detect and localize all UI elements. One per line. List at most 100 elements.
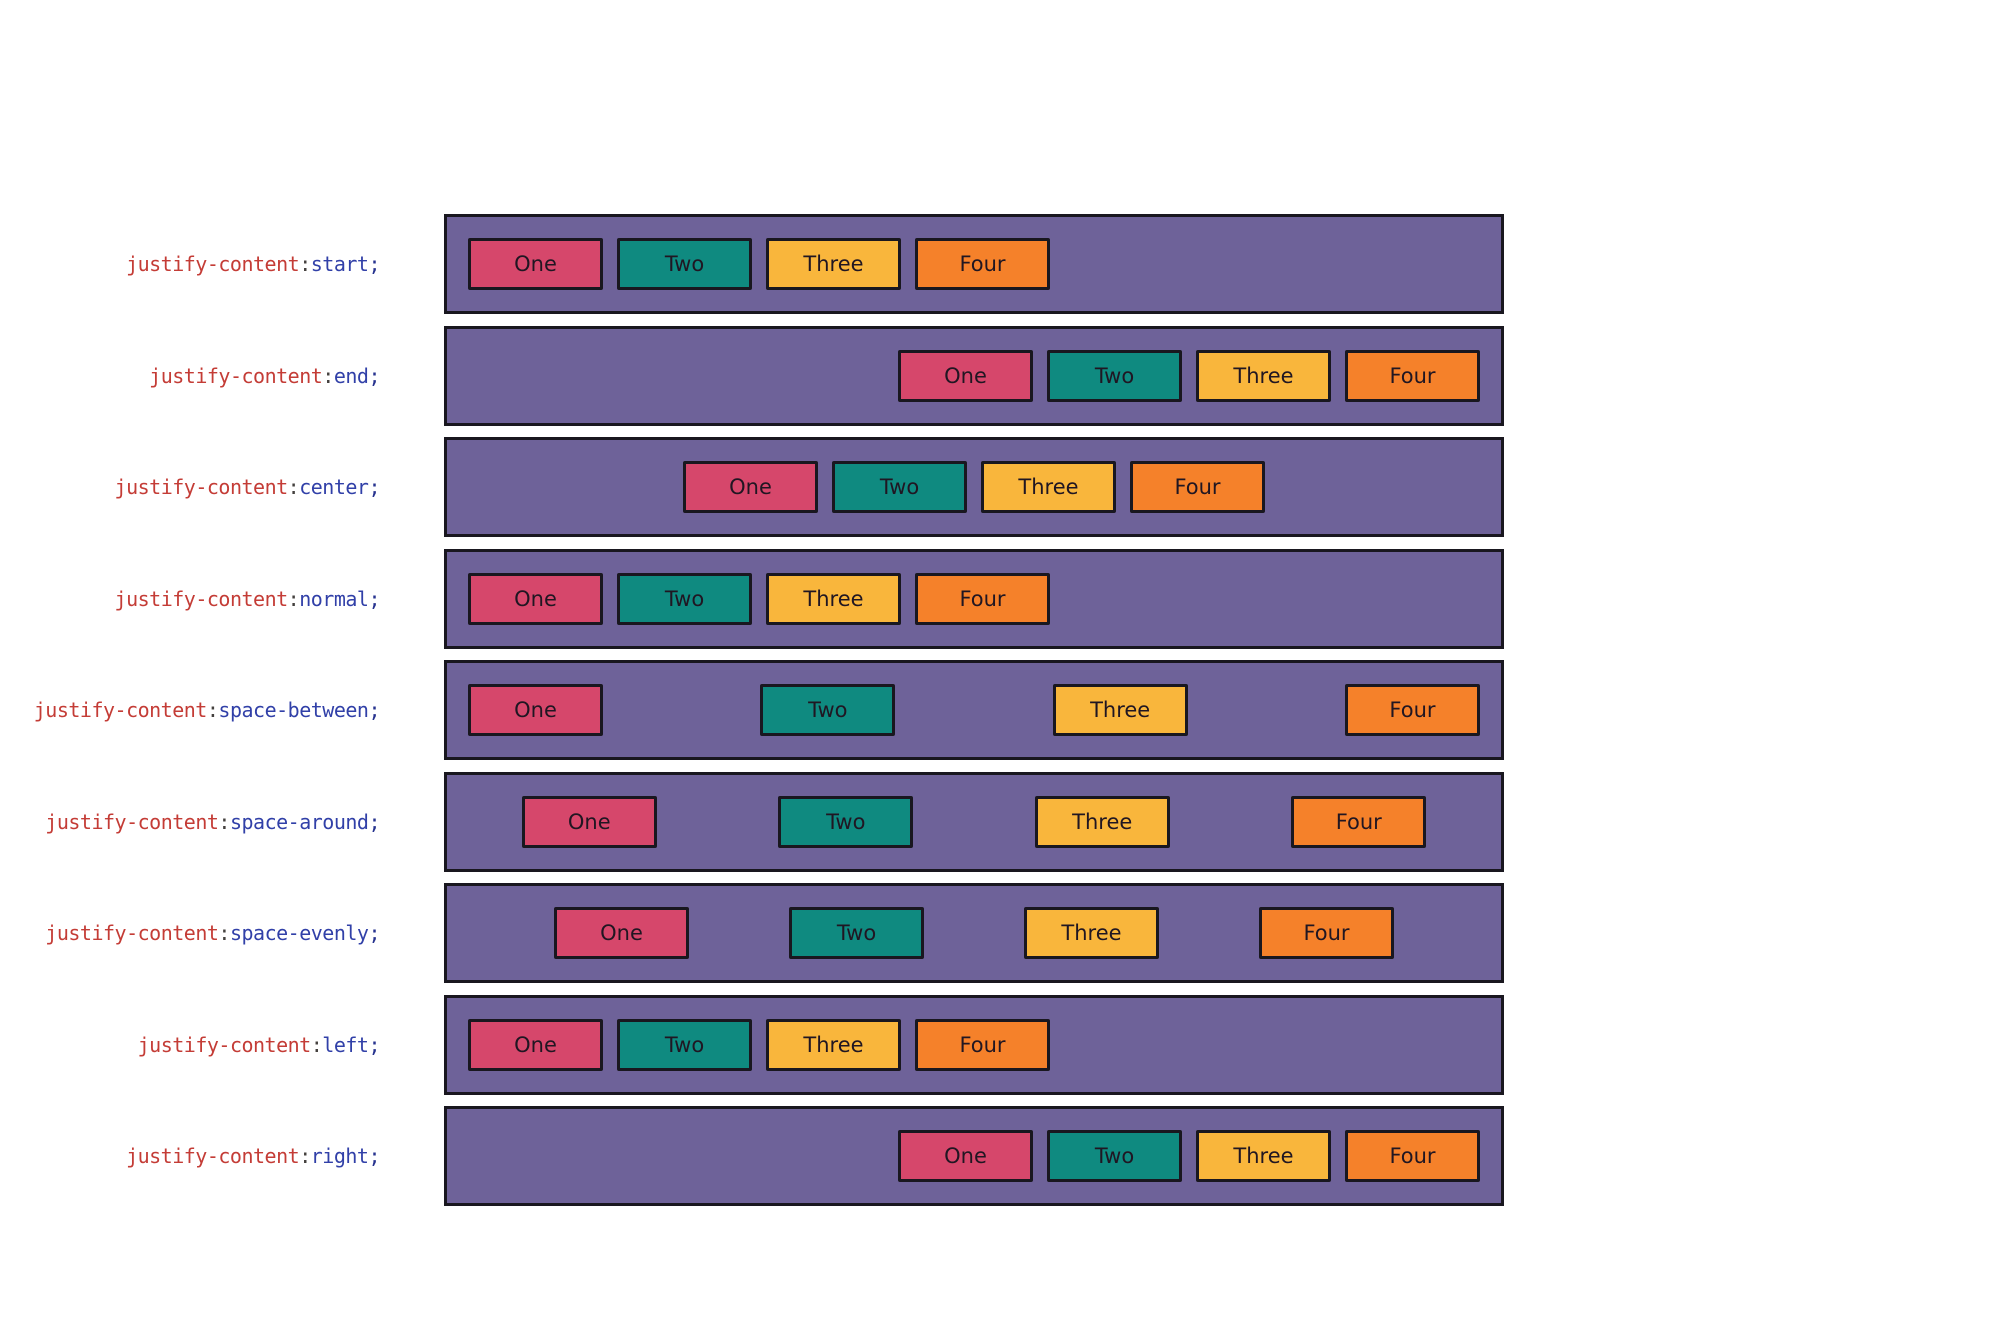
flex-item-one: One <box>898 1130 1033 1182</box>
css-value: space-between <box>218 698 369 722</box>
flex-item-one: One <box>468 1018 603 1071</box>
flex-item-one: One <box>468 238 603 290</box>
demo-row-space-around: justify-content:space-around; One Two Th… <box>0 771 1504 872</box>
css-semicolon: ; <box>368 809 380 834</box>
flex-item-two: Two <box>617 572 752 625</box>
css-property: justify-content <box>149 363 323 388</box>
css-semicolon: ; <box>368 475 380 499</box>
flex-container-space-between: One Two Three Four <box>444 660 1504 760</box>
code-label-space-around: justify-content:space-around; <box>0 810 444 834</box>
flex-item-three: Three <box>1196 1130 1331 1182</box>
flex-item-two: Two <box>760 684 896 736</box>
demo-row-right: justify-content:right; One Two Three Fou… <box>0 1106 1504 1206</box>
flex-container-normal: One Two Three Four <box>444 548 1504 649</box>
code-label-right: justify-content:right; <box>0 1144 444 1168</box>
css-colon: : <box>218 921 230 945</box>
css-value: space-evenly <box>229 921 369 945</box>
flex-item-three: Three <box>766 238 901 290</box>
flex-item-two: Two <box>617 238 752 290</box>
flex-container-end: One Two Three Four <box>444 325 1504 426</box>
flex-item-three: Three <box>1034 795 1170 848</box>
code-label-space-evenly: justify-content:space-evenly; <box>0 921 444 945</box>
css-property: justify-content <box>114 475 289 499</box>
css-semicolon: ; <box>368 1032 380 1057</box>
css-colon: : <box>287 475 300 499</box>
css-property: justify-content <box>33 698 208 722</box>
css-value: space-around <box>229 809 369 834</box>
flex-item-two: Two <box>789 907 924 959</box>
flex-item-two: Two <box>778 795 914 848</box>
flex-item-three: Three <box>1052 684 1188 736</box>
flex-item-two: Two <box>617 1018 752 1071</box>
flex-item-two: Two <box>1047 349 1182 402</box>
css-colon: : <box>299 252 311 276</box>
flex-item-one: One <box>521 795 657 848</box>
flex-item-four: Four <box>1291 795 1427 848</box>
css-value: end <box>333 363 369 388</box>
flex-item-four: Four <box>1345 1130 1480 1182</box>
flex-container-center: One Two Three Four <box>444 437 1504 537</box>
flex-item-one: One <box>683 461 818 513</box>
css-semicolon: ; <box>368 252 380 276</box>
flex-item-three: Three <box>981 461 1116 513</box>
css-colon: : <box>287 586 300 611</box>
code-label-normal: justify-content:normal; <box>0 587 444 611</box>
demo-rows: justify-content:start; One Two Three Fou… <box>0 214 1504 1206</box>
flex-item-one: One <box>554 907 689 959</box>
flex-item-one: One <box>898 349 1033 402</box>
css-semicolon: ; <box>368 1144 380 1168</box>
code-label-start: justify-content:start; <box>0 252 444 276</box>
demo-row-end: justify-content:end; One Two Three Four <box>0 325 1504 426</box>
flex-item-three: Three <box>766 572 901 625</box>
css-semicolon: ; <box>368 363 380 388</box>
flex-container-right: One Two Three Four <box>444 1106 1504 1206</box>
css-value: center <box>299 475 369 499</box>
css-property: justify-content <box>126 252 300 276</box>
code-label-end: justify-content:end; <box>0 364 444 388</box>
css-value: left <box>322 1032 369 1057</box>
flex-item-two: Two <box>1047 1130 1182 1182</box>
flex-item-four: Four <box>915 238 1050 290</box>
css-colon: : <box>299 1144 311 1168</box>
css-colon: : <box>206 698 219 722</box>
flex-item-three: Three <box>1024 907 1159 959</box>
demo-row-left: justify-content:left; One Two Three Four <box>0 994 1504 1095</box>
flex-container-space-around: One Two Three Four <box>444 771 1504 872</box>
flex-item-four: Four <box>1130 461 1265 513</box>
flex-item-four: Four <box>1344 684 1480 736</box>
code-label-space-between: justify-content:space-between; <box>0 698 444 722</box>
flex-item-one: One <box>468 684 603 736</box>
css-property: justify-content <box>126 1144 300 1168</box>
flex-item-one: One <box>468 572 603 625</box>
flex-container-left: One Two Three Four <box>444 994 1504 1095</box>
flex-item-three: Three <box>766 1018 901 1071</box>
css-property: justify-content <box>45 921 219 945</box>
css-semicolon: ; <box>368 698 380 722</box>
css-property: justify-content <box>137 1032 312 1057</box>
css-semicolon: ; <box>368 921 380 945</box>
css-property: justify-content <box>45 809 219 834</box>
flex-item-two: Two <box>832 461 967 513</box>
flex-item-three: Three <box>1196 349 1331 402</box>
css-colon: : <box>310 1032 323 1057</box>
css-colon: : <box>322 363 334 388</box>
demo-row-space-evenly: justify-content:space-evenly; One Two Th… <box>0 883 1504 983</box>
flex-item-four: Four <box>915 572 1050 625</box>
flex-container-start: One Two Three Four <box>444 214 1504 314</box>
demo-row-start: justify-content:start; One Two Three Fou… <box>0 214 1504 314</box>
flex-item-four: Four <box>1345 349 1480 402</box>
flex-item-four: Four <box>1259 907 1394 959</box>
css-value: normal <box>299 586 369 611</box>
css-semicolon: ; <box>368 586 380 611</box>
demo-row-space-between: justify-content:space-between; One Two T… <box>0 660 1504 760</box>
css-colon: : <box>218 809 230 834</box>
flex-container-space-evenly: One Two Three Four <box>444 883 1504 983</box>
css-value: right <box>310 1144 369 1168</box>
code-label-center: justify-content:center; <box>0 475 444 499</box>
css-property: justify-content <box>114 586 289 611</box>
flex-item-four: Four <box>915 1018 1050 1071</box>
code-label-left: justify-content:left; <box>0 1033 444 1057</box>
demo-row-normal: justify-content:normal; One Two Three Fo… <box>0 548 1504 649</box>
css-value: start <box>310 252 369 276</box>
